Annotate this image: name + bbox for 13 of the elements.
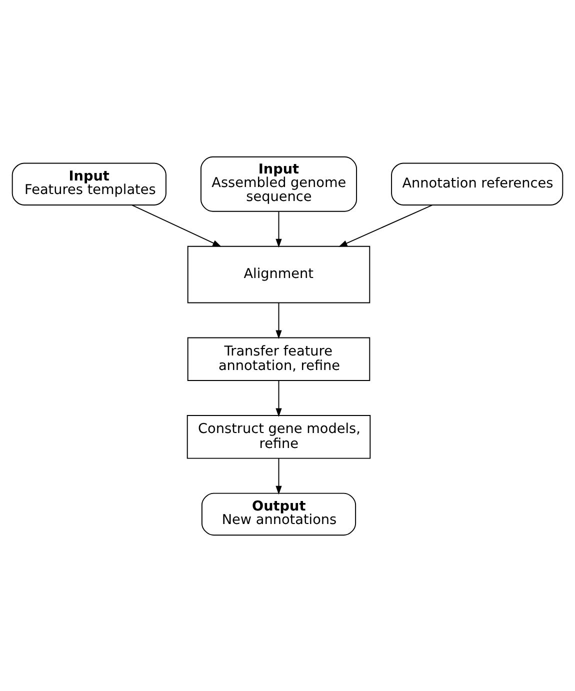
- arrow: [276, 458, 282, 494]
- node-box: Alignment: [187, 245, 370, 303]
- node-box: Input Features templates: [12, 162, 166, 205]
- node-box: Transfer feature annotation, refine: [187, 336, 370, 380]
- node-box: Construct gene models, refine: [186, 414, 371, 458]
- arrow: [276, 380, 282, 416]
- node-box: Input Assembled genome sequence: [200, 156, 358, 212]
- arrow: [276, 302, 282, 339]
- node-box: Output New annotations: [201, 492, 356, 536]
- arrow: [276, 210, 282, 248]
- arrow: [132, 204, 222, 246]
- arrow: [338, 204, 433, 246]
- node-box: Annotation references: [391, 162, 564, 205]
